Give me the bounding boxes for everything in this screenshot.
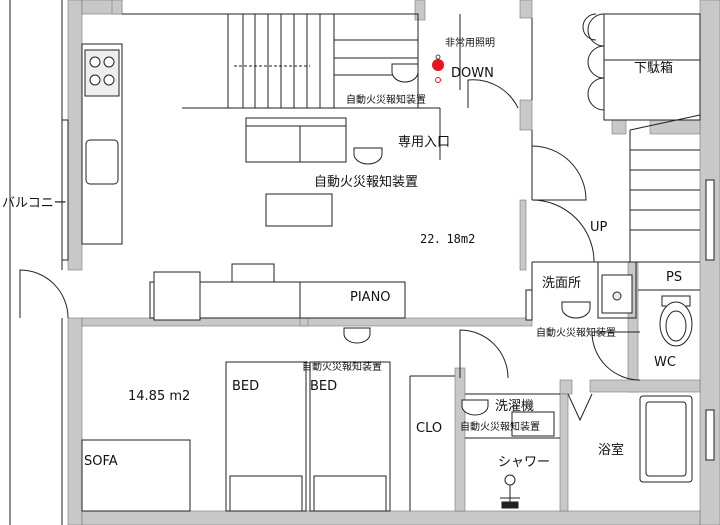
kitchen-sink	[85, 139, 119, 185]
door-washroom	[531, 199, 595, 263]
door-wc	[591, 331, 641, 381]
label-bed-right: BED	[310, 379, 337, 394]
label-private-entrance: 専用入口	[398, 135, 450, 150]
emergency-light-ring	[435, 77, 441, 83]
label-shower: シャワー	[498, 455, 550, 470]
emergency-light-marker	[432, 59, 444, 71]
stove	[84, 49, 120, 97]
label-piano: PIANO	[350, 290, 391, 305]
door-bath	[567, 393, 593, 422]
label-fire-alarm-4: 自動火災報知装置	[302, 360, 382, 373]
dining-table	[265, 193, 333, 227]
door-entrance	[467, 79, 519, 109]
label-area-ldk: 22．18m2	[420, 232, 475, 246]
labels: 非常用照明 DOWN 下駄箱 自動火災報知装置 専用入口 自動火災報知装置 バル…	[2, 36, 682, 470]
label-clo: CLO	[416, 421, 442, 436]
label-bathroom: 浴室	[598, 442, 624, 458]
label-shoe-box: 下駄箱	[634, 60, 673, 76]
label-down: DOWN	[451, 66, 494, 81]
label-fire-alarm-3: 自動火災報知装置	[536, 326, 616, 339]
label-balcony: バルコニー	[2, 196, 67, 211]
fixtures	[61, 43, 715, 512]
door-swings	[19, 79, 641, 422]
label-emergency-light: 非常用照明	[445, 36, 495, 49]
label-ps: PS	[666, 270, 682, 285]
door-ldk	[531, 145, 587, 201]
label-sofa: SOFA	[84, 454, 118, 469]
door-shower	[459, 329, 509, 379]
label-up: UP	[590, 220, 608, 235]
washing-machine	[511, 411, 555, 437]
shoe-box-doors	[582, 13, 605, 111]
shower-head	[504, 474, 516, 486]
label-wc: WC	[654, 355, 676, 370]
walls	[67, 0, 720, 525]
label-fire-alarm-1: 自動火災報知装置	[346, 93, 426, 106]
label-fire-alarm-2: 自動火災報知装置	[314, 174, 418, 190]
label-fire-alarm-5: 自動火災報知装置	[460, 420, 540, 433]
label-washroom: 洗面所	[542, 276, 581, 291]
label-area-bedroom: 14.85 m2	[128, 389, 190, 404]
door-balcony	[19, 269, 69, 319]
label-washing-machine: 洗濯機	[495, 399, 534, 414]
label-bed-left: BED	[232, 379, 259, 394]
